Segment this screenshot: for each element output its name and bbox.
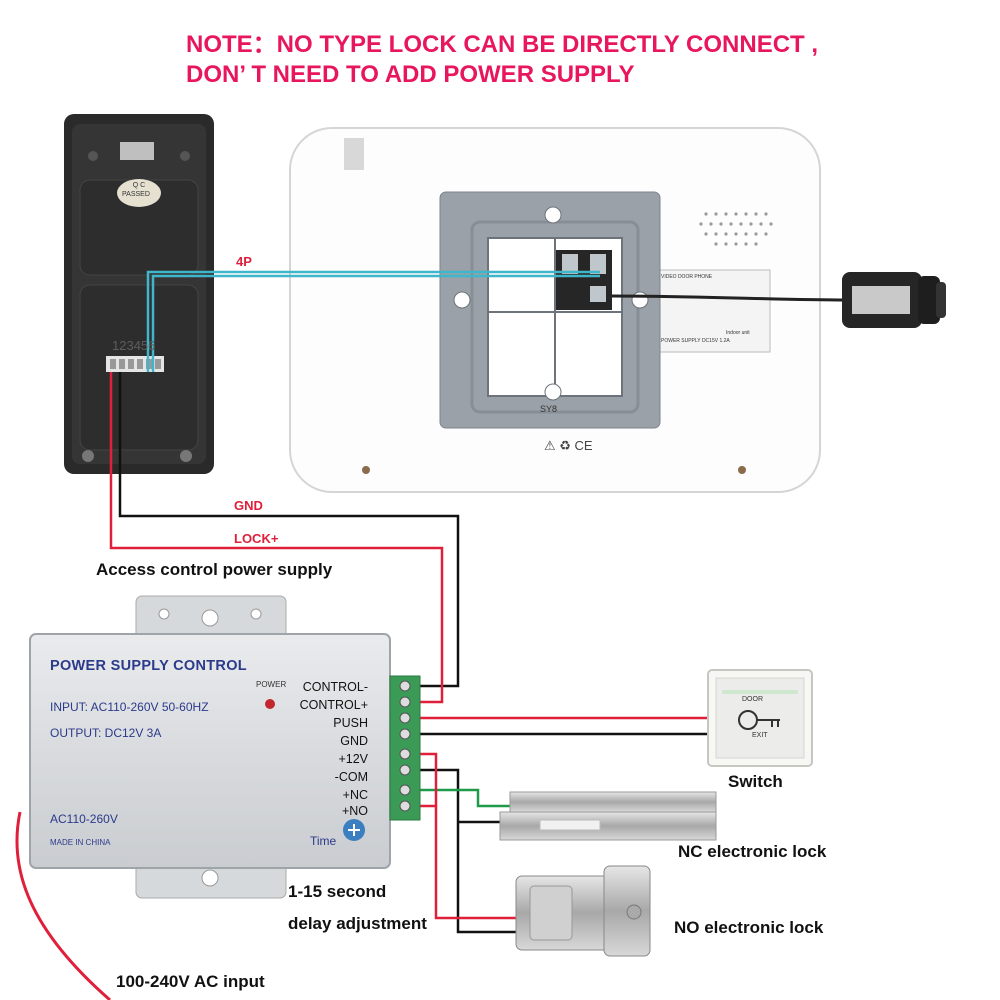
terminal-screw[interactable] — [399, 728, 411, 740]
wire-label-lock: LOCK+ — [234, 531, 279, 546]
nc-magnetic-lock — [499, 791, 717, 841]
serial-sticker — [344, 138, 364, 170]
psu-made-in: MADE IN CHINA — [50, 838, 111, 847]
nc-lock-caption: NC electronic lock — [678, 842, 827, 861]
wire-label-gnd: GND — [234, 498, 263, 513]
terminal-label-push: PUSH — [333, 716, 368, 730]
terminal-label-nc: +NC — [342, 788, 368, 802]
time-label: Time — [310, 834, 337, 848]
switch-caption: Switch — [728, 772, 783, 791]
terminal-screw[interactable] — [399, 712, 411, 724]
wire-4p — [146, 270, 600, 372]
key-icon — [738, 710, 780, 730]
wire-gnd — [118, 372, 460, 688]
power-led-icon — [265, 699, 275, 709]
terminal-label-control-minus: CONTROL- — [302, 680, 368, 694]
no-lock-caption: NO electronic lock — [674, 918, 824, 937]
spec-label-unit: Indoor unit — [726, 330, 750, 336]
terminal-label-12v: +12V — [338, 752, 368, 766]
outdoor-terminal-numbers: 123456 — [112, 338, 156, 353]
terminal-screw[interactable] — [399, 748, 411, 760]
wire-com — [418, 768, 520, 934]
terminal-screw[interactable] — [399, 784, 411, 796]
wire-no — [418, 804, 520, 920]
power-adapter-icon — [611, 272, 946, 328]
outdoor-unit — [64, 114, 214, 474]
terminal-label-no: +NO — [341, 804, 368, 818]
camera-sticker — [120, 142, 154, 160]
mounting-plate — [439, 191, 661, 429]
qc-sticker — [117, 179, 161, 207]
ac-input-cable — [15, 811, 111, 1000]
note-line-2: DON’ T NEED TO ADD POWER SUPPLY — [186, 61, 635, 88]
screw-icon — [738, 466, 746, 474]
ac-input-caption: 100-240V AC input — [116, 972, 265, 991]
power-supply-box — [29, 595, 391, 899]
no-electronic-lock — [515, 865, 651, 957]
screw-icon — [82, 450, 94, 462]
wire-label-4p: 4P — [236, 254, 252, 269]
psu-caption: Access control power supply — [96, 560, 333, 579]
terminal-label-com: -COM — [334, 770, 368, 784]
plate-mark: SY8 — [540, 404, 558, 414]
speaker-grille — [699, 212, 773, 246]
psu-input-spec: INPUT: AC110-260V 50-60HZ — [50, 700, 209, 714]
exit-switch[interactable] — [707, 669, 813, 767]
terminal-screw[interactable] — [399, 800, 411, 812]
spec-label — [657, 269, 771, 353]
terminal-screw[interactable] — [399, 680, 411, 692]
terminal-label-control-plus: CONTROL+ — [299, 698, 368, 712]
delay-caption-line-1: 1-15 second — [288, 882, 387, 901]
qc-label-line-2: PASSED — [122, 191, 150, 198]
switch-exit-label: EXIT — [752, 732, 768, 739]
note-line-1: NOTE：NO TYPE LOCK CAN BE DIRECTLY CONNEC… — [186, 31, 819, 58]
terminal-screw[interactable] — [399, 696, 411, 708]
delay-caption-line-2: delay adjustment — [288, 914, 427, 933]
spec-label-title: VIDEO DOOR PHONE — [661, 274, 713, 280]
qc-label-line-1: Q C — [132, 182, 146, 189]
spec-label-power: POWER SUPPLY DC15V 1.2A — [661, 338, 730, 344]
switch-door-label: DOOR — [742, 696, 763, 703]
cert-marks: ⚠ ♻ CE — [544, 438, 593, 453]
psu-title: POWER SUPPLY CONTROL — [50, 658, 247, 674]
psu-ac-rating: AC110-260V — [50, 812, 118, 826]
psu-terminal-block — [389, 675, 421, 821]
power-led-label: POWER — [256, 680, 287, 689]
psu-output-spec: OUTPUT: DC12V 3A — [50, 726, 162, 740]
indoor-monitor — [289, 127, 821, 493]
terminal-label-gnd: GND — [340, 734, 368, 748]
terminal-screw[interactable] — [399, 764, 411, 776]
wire-nc — [418, 788, 510, 808]
screw-icon — [180, 450, 192, 462]
screw-icon — [362, 466, 370, 474]
wire-lock-plus — [109, 372, 444, 704]
